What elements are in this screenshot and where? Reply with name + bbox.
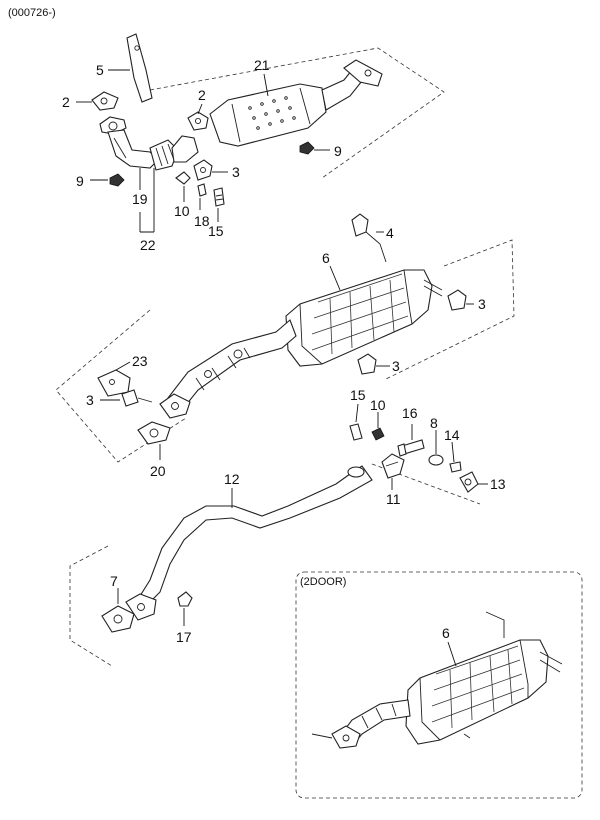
callout-2a: 2 bbox=[62, 94, 70, 110]
nut-left bbox=[109, 173, 125, 187]
callout-14: 14 bbox=[444, 427, 460, 443]
callout-17: 17 bbox=[176, 629, 192, 645]
gasket-left bbox=[91, 91, 119, 111]
middle-assembly: 4 6 3 3 23 3 20 bbox=[55, 213, 515, 479]
callout-6b: 6 bbox=[442, 625, 450, 641]
hanger-4 bbox=[351, 213, 369, 237]
callout-3d: 3 bbox=[86, 392, 94, 408]
callout-22: 22 bbox=[140, 237, 156, 253]
bracket-part bbox=[126, 33, 153, 103]
callout-13: 13 bbox=[490, 476, 506, 492]
callout-8: 8 bbox=[430, 415, 438, 431]
callout-21: 21 bbox=[254, 57, 270, 73]
callout-23: 23 bbox=[132, 353, 148, 369]
inset-title: (2DOOR) bbox=[300, 576, 346, 588]
diagram-code: (000726-) bbox=[8, 7, 56, 19]
hanger-right bbox=[447, 289, 467, 311]
callout-3c: 3 bbox=[392, 358, 400, 374]
gasket-20 bbox=[137, 421, 171, 445]
callout-18: 18 bbox=[194, 213, 210, 229]
callout-19: 19 bbox=[132, 191, 148, 207]
callout-15a: 15 bbox=[208, 223, 224, 239]
callout-6a: 6 bbox=[322, 250, 330, 266]
muffler-grid bbox=[311, 273, 409, 355]
callout-3a: 3 bbox=[232, 164, 240, 180]
gasket-mid bbox=[187, 111, 209, 131]
callout-2b: 2 bbox=[198, 87, 206, 103]
hanger-lower bbox=[357, 353, 377, 375]
tail-pipe bbox=[139, 465, 373, 603]
callout-4: 4 bbox=[386, 225, 394, 241]
callout-5: 5 bbox=[96, 62, 104, 78]
callout-9a: 9 bbox=[334, 143, 342, 159]
pipe-clamp bbox=[381, 453, 405, 479]
callout-7: 7 bbox=[110, 573, 118, 589]
callout-12: 12 bbox=[224, 471, 240, 487]
clamp-left bbox=[121, 389, 139, 407]
callout-3b: 3 bbox=[478, 296, 486, 312]
callout-10b: 10 bbox=[370, 397, 386, 413]
inset-2door: (2DOOR) 6 bbox=[295, 571, 583, 799]
converter-vents bbox=[248, 96, 296, 130]
callout-16: 16 bbox=[402, 405, 418, 421]
inset-frame bbox=[295, 571, 583, 799]
lower-assembly: 12 7 17 bbox=[69, 465, 373, 667]
gasket-7 bbox=[101, 605, 135, 633]
callout-20: 20 bbox=[150, 463, 166, 479]
nut-17 bbox=[177, 591, 193, 607]
upper-assembly: 5 2 2 21 9 9 19 22 10 18 3 15 bbox=[62, 33, 445, 253]
callout-10a: 10 bbox=[174, 203, 190, 219]
inset-muffler-grid bbox=[431, 645, 525, 729]
callout-11: 11 bbox=[386, 491, 401, 507]
intermediate-pipe bbox=[167, 319, 297, 411]
hardware-cluster: 15 10 16 8 14 13 11 bbox=[349, 387, 506, 507]
clamp-upper bbox=[193, 159, 213, 181]
callout-15b: 15 bbox=[350, 387, 366, 403]
callout-9b: 9 bbox=[76, 173, 84, 189]
catalytic-converter bbox=[209, 83, 327, 147]
nut-right bbox=[299, 141, 315, 155]
inset-muffler bbox=[405, 639, 549, 745]
